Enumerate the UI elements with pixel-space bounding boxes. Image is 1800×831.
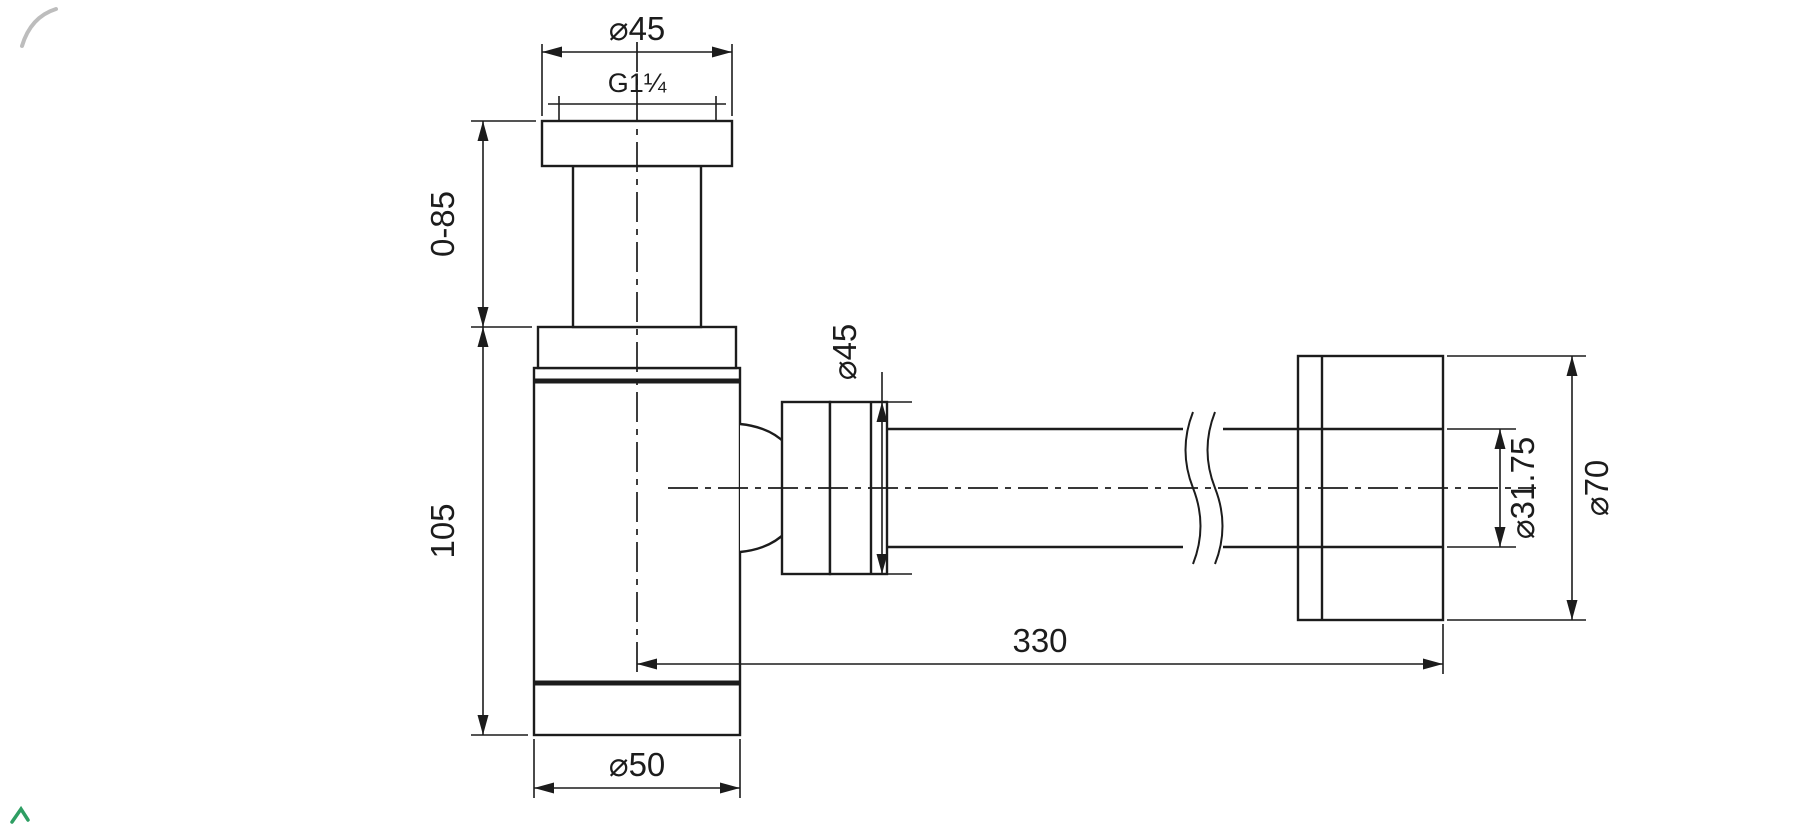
dim-nut-diameter: ⌀45	[826, 324, 912, 575]
dim-label-inlet-height: 0-85	[424, 191, 461, 257]
arrowhead	[477, 121, 489, 141]
scan-artifact-bottom-left	[10, 805, 30, 824]
dim-label-length: 330	[1012, 622, 1067, 659]
dim-body-height: 105	[424, 327, 528, 736]
arrowhead	[876, 402, 888, 422]
arrowhead	[542, 46, 562, 58]
dim-body-diameter: ⌀50	[533, 739, 741, 798]
arrowhead	[876, 554, 888, 574]
arrowhead	[637, 658, 657, 670]
scan-artifact-top-left	[20, 7, 58, 48]
arrowhead	[1423, 658, 1443, 670]
dim-inlet-height: 0-85	[424, 120, 536, 328]
dim-flange-diameter: ⌀70	[1447, 355, 1615, 621]
arrowhead	[1566, 356, 1578, 376]
arrowhead	[1494, 429, 1506, 449]
dim-label-nut-diameter: ⌀45	[826, 324, 863, 381]
centerlines	[636, 42, 1536, 676]
arrowhead	[477, 327, 489, 347]
dim-label-flange-diameter: ⌀70	[1578, 460, 1615, 517]
dim-label-body-diameter: ⌀50	[609, 746, 666, 783]
arrowhead	[712, 46, 732, 58]
dim-label-body-height: 105	[424, 503, 461, 558]
arrowhead	[534, 782, 554, 794]
arrowhead	[720, 782, 740, 794]
dim-label-top-diameter: ⌀45	[609, 10, 666, 47]
pipe-break-curve-right	[1206, 411, 1224, 565]
scan-artifacts	[10, 7, 58, 824]
arrowhead	[477, 715, 489, 735]
dimensions: ⌀45 G1¼ 0-85 105	[424, 10, 1615, 798]
arrowhead	[1494, 527, 1506, 547]
arrowhead	[477, 307, 489, 327]
dim-length: 330	[637, 622, 1444, 674]
trap-assembly	[532, 119, 1445, 737]
arrowhead	[1566, 600, 1578, 620]
